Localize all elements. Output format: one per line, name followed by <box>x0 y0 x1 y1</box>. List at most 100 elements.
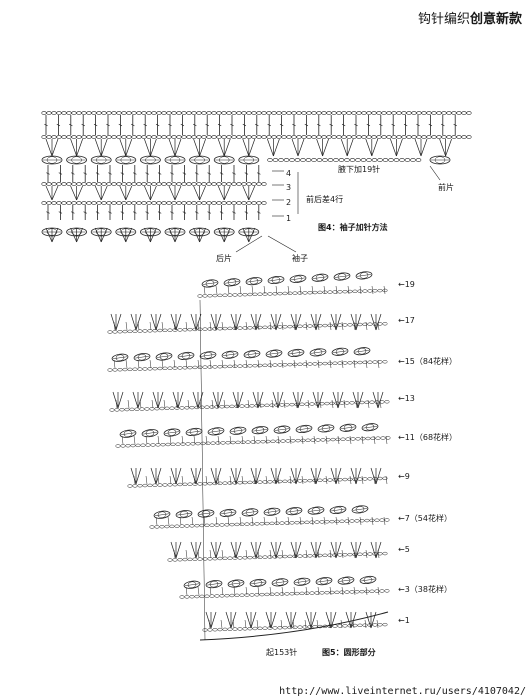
stitch-crossbar <box>58 211 63 214</box>
stitch-crossbar <box>379 123 383 127</box>
chain-stitch <box>231 201 237 205</box>
shell-stitch <box>297 138 305 157</box>
fan-chain <box>179 595 185 599</box>
fan-chain <box>140 443 146 447</box>
fan-chain <box>250 440 256 444</box>
stitch-crossbar <box>71 172 75 175</box>
fan-chain <box>242 326 248 330</box>
fan-chain <box>137 484 143 488</box>
fan-chain <box>177 328 183 332</box>
chain-stitch <box>101 182 107 186</box>
fan-chain <box>255 440 261 444</box>
shell-stitch <box>345 611 352 629</box>
stitch-crossbar <box>83 172 87 175</box>
shell-stitch <box>352 391 359 409</box>
fan-chain <box>182 482 188 487</box>
chain-stitch <box>76 111 82 115</box>
chain-stitch <box>338 158 345 162</box>
fan-post <box>275 516 278 526</box>
fan-chain <box>132 484 138 488</box>
chain-stitch <box>166 111 172 115</box>
puff-stitch <box>153 510 171 519</box>
puff-outline <box>307 506 325 515</box>
fan-chain <box>199 594 205 599</box>
fan-chain <box>337 553 343 557</box>
chain-stitch <box>161 201 167 205</box>
fan-chain <box>234 593 240 597</box>
fan-chain <box>359 589 365 594</box>
fan-post <box>157 435 160 445</box>
shell-stitch <box>235 541 242 559</box>
puff-inner <box>315 274 325 281</box>
fan-chain <box>317 553 323 558</box>
chain-stitch <box>446 111 452 115</box>
fan-chain <box>209 523 215 527</box>
puff-stitch <box>189 155 211 165</box>
fan-chain <box>199 405 205 409</box>
shell-stitch <box>132 391 139 409</box>
leader-line <box>235 235 263 253</box>
fan-post <box>347 516 350 526</box>
fan-chain <box>157 483 163 487</box>
stitch-crossbar <box>205 123 209 127</box>
figure5-caption: 图5：圆形部分 <box>322 648 376 657</box>
shell-stitch <box>335 541 342 559</box>
chain-stitch <box>246 135 252 139</box>
fan-post <box>353 359 356 369</box>
fan-chain <box>242 627 248 631</box>
shell-stitch <box>76 227 83 243</box>
chain-stitch <box>281 111 287 115</box>
fan-post <box>151 399 154 409</box>
puff-outline <box>163 428 181 437</box>
chain-stitch <box>426 135 432 139</box>
chain-stitch <box>300 158 306 162</box>
chain-stitch <box>231 111 237 115</box>
fan-chain <box>229 593 235 598</box>
chain-stitch <box>166 135 172 139</box>
fan-chain <box>212 365 218 369</box>
chain-stitch <box>246 182 252 186</box>
fan-chain <box>154 407 160 411</box>
puff-inner <box>365 424 375 431</box>
fan-post <box>329 321 332 331</box>
stitch-crossbar <box>219 211 224 214</box>
fan-chain <box>132 367 138 371</box>
chain-stitch <box>41 111 47 115</box>
chain-stitch <box>366 135 372 139</box>
fan-chain <box>277 555 283 559</box>
chain-stitch <box>201 182 207 186</box>
stitch-crossbar <box>244 172 249 175</box>
chain-stitch <box>286 135 292 139</box>
shell-stitch <box>275 467 282 485</box>
chain-stitch <box>386 135 392 139</box>
fan-post <box>376 619 379 629</box>
puff-inner <box>218 156 230 164</box>
fan-post <box>244 619 247 629</box>
fan-chain <box>324 520 330 524</box>
shell-stitch <box>330 611 337 629</box>
fan-chain <box>295 438 301 443</box>
puff-outline <box>133 353 151 362</box>
fan-chain <box>127 367 133 372</box>
fan-row-label: ←19 <box>398 280 415 289</box>
shell-stitch <box>94 138 102 157</box>
fan-chain <box>362 360 368 365</box>
chain-stitch <box>256 201 262 205</box>
fan-chain <box>382 288 388 293</box>
shell-stitch <box>322 138 329 157</box>
shell-stitch <box>51 227 59 243</box>
fan-chain <box>292 362 298 367</box>
fan-chain <box>232 627 238 631</box>
stitch-crossbar <box>257 211 261 214</box>
shell-stitch <box>130 467 137 485</box>
fan-post <box>328 619 331 629</box>
chain-stitch <box>46 182 52 186</box>
fan-post <box>299 285 302 295</box>
shell-stitch <box>174 138 182 157</box>
puff-inner <box>243 511 257 514</box>
fan-post <box>335 285 338 295</box>
puff-stitch <box>141 429 159 438</box>
fan-post <box>313 475 316 485</box>
fan-chain <box>159 525 165 529</box>
fan-chain <box>357 552 363 556</box>
